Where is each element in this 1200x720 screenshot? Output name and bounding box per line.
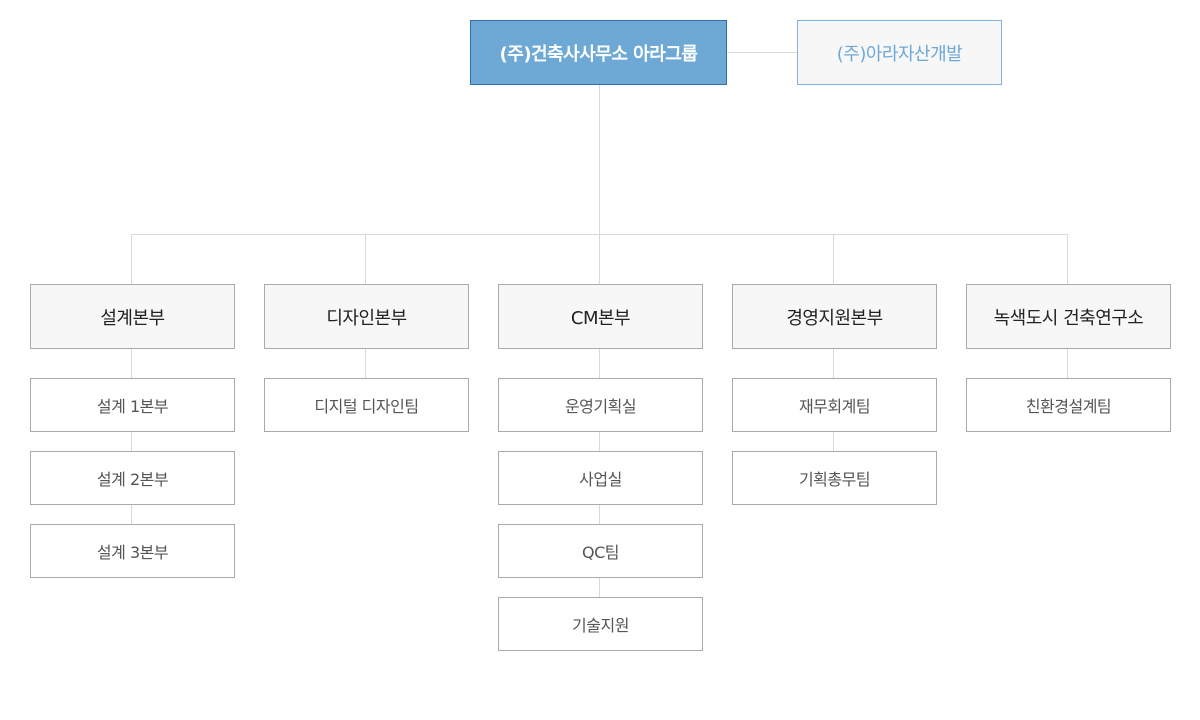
- team-box: 재무회계팀: [732, 378, 937, 432]
- connector-team: [833, 432, 834, 451]
- connector-department: [833, 235, 834, 284]
- connector-team: [833, 349, 834, 378]
- team-box-label: 운영기획실: [564, 397, 637, 416]
- team-box: 기술지원: [498, 597, 703, 651]
- team-box-label: QC팀: [582, 543, 620, 562]
- team-box-label: 설계 3본부: [96, 543, 169, 562]
- team-box: 기획총무팀: [732, 451, 937, 505]
- department-box: 설계본부: [30, 284, 235, 349]
- connector-root-trunk: [599, 85, 600, 235]
- team-box: 설계 3본부: [30, 524, 235, 578]
- connector-team: [599, 349, 600, 378]
- team-box: 설계 2본부: [30, 451, 235, 505]
- connector-team: [365, 349, 366, 378]
- affiliate-company-label: (주)아라자산개발: [836, 43, 963, 65]
- team-box: 설계 1본부: [30, 378, 235, 432]
- team-box-label: 기획총무팀: [798, 470, 871, 489]
- team-box-label: 재무회계팀: [798, 397, 871, 416]
- department-box: 녹색도시 건축연구소: [966, 284, 1171, 349]
- team-box-label: 사업실: [579, 470, 622, 489]
- team-box-label: 설계 2본부: [96, 470, 169, 489]
- affiliate-company-box: (주)아라자산개발: [797, 20, 1002, 85]
- department-box: CM본부: [498, 284, 703, 349]
- department-box: 디자인본부: [264, 284, 469, 349]
- connector-team: [131, 432, 132, 451]
- connector-department: [599, 235, 600, 284]
- connector-team: [131, 505, 132, 524]
- department-box-label: 경영지원본부: [786, 307, 883, 329]
- connector-team: [599, 505, 600, 524]
- connector-team: [599, 432, 600, 451]
- connector-team: [599, 578, 600, 597]
- connector-department-bus: [131, 234, 1068, 235]
- connector-root-affiliate: [727, 52, 797, 53]
- team-box: 친환경설계팀: [966, 378, 1171, 432]
- connector-department: [131, 235, 132, 284]
- team-box: 사업실: [498, 451, 703, 505]
- team-box: 운영기획실: [498, 378, 703, 432]
- department-box-label: CM본부: [570, 307, 631, 329]
- connector-team: [131, 349, 132, 378]
- department-box-label: 녹색도시 건축연구소: [993, 307, 1144, 329]
- team-box: QC팀: [498, 524, 703, 578]
- team-box-label: 설계 1본부: [96, 397, 169, 416]
- team-box-label: 친환경설계팀: [1025, 397, 1112, 416]
- team-box: 디지털 디자인팀: [264, 378, 469, 432]
- department-box-label: 디자인본부: [326, 307, 407, 329]
- team-box-label: 디지털 디자인팀: [314, 397, 419, 416]
- department-box: 경영지원본부: [732, 284, 937, 349]
- connector-department: [365, 235, 366, 284]
- root-company-box: (주)건축사사무소 아라그룹: [470, 20, 727, 85]
- team-box-label: 기술지원: [572, 616, 629, 635]
- department-box-label: 설계본부: [100, 307, 165, 329]
- root-company-label: (주)건축사사무소 아라그룹: [499, 43, 698, 65]
- connector-department: [1067, 235, 1068, 284]
- connector-team: [1067, 349, 1068, 378]
